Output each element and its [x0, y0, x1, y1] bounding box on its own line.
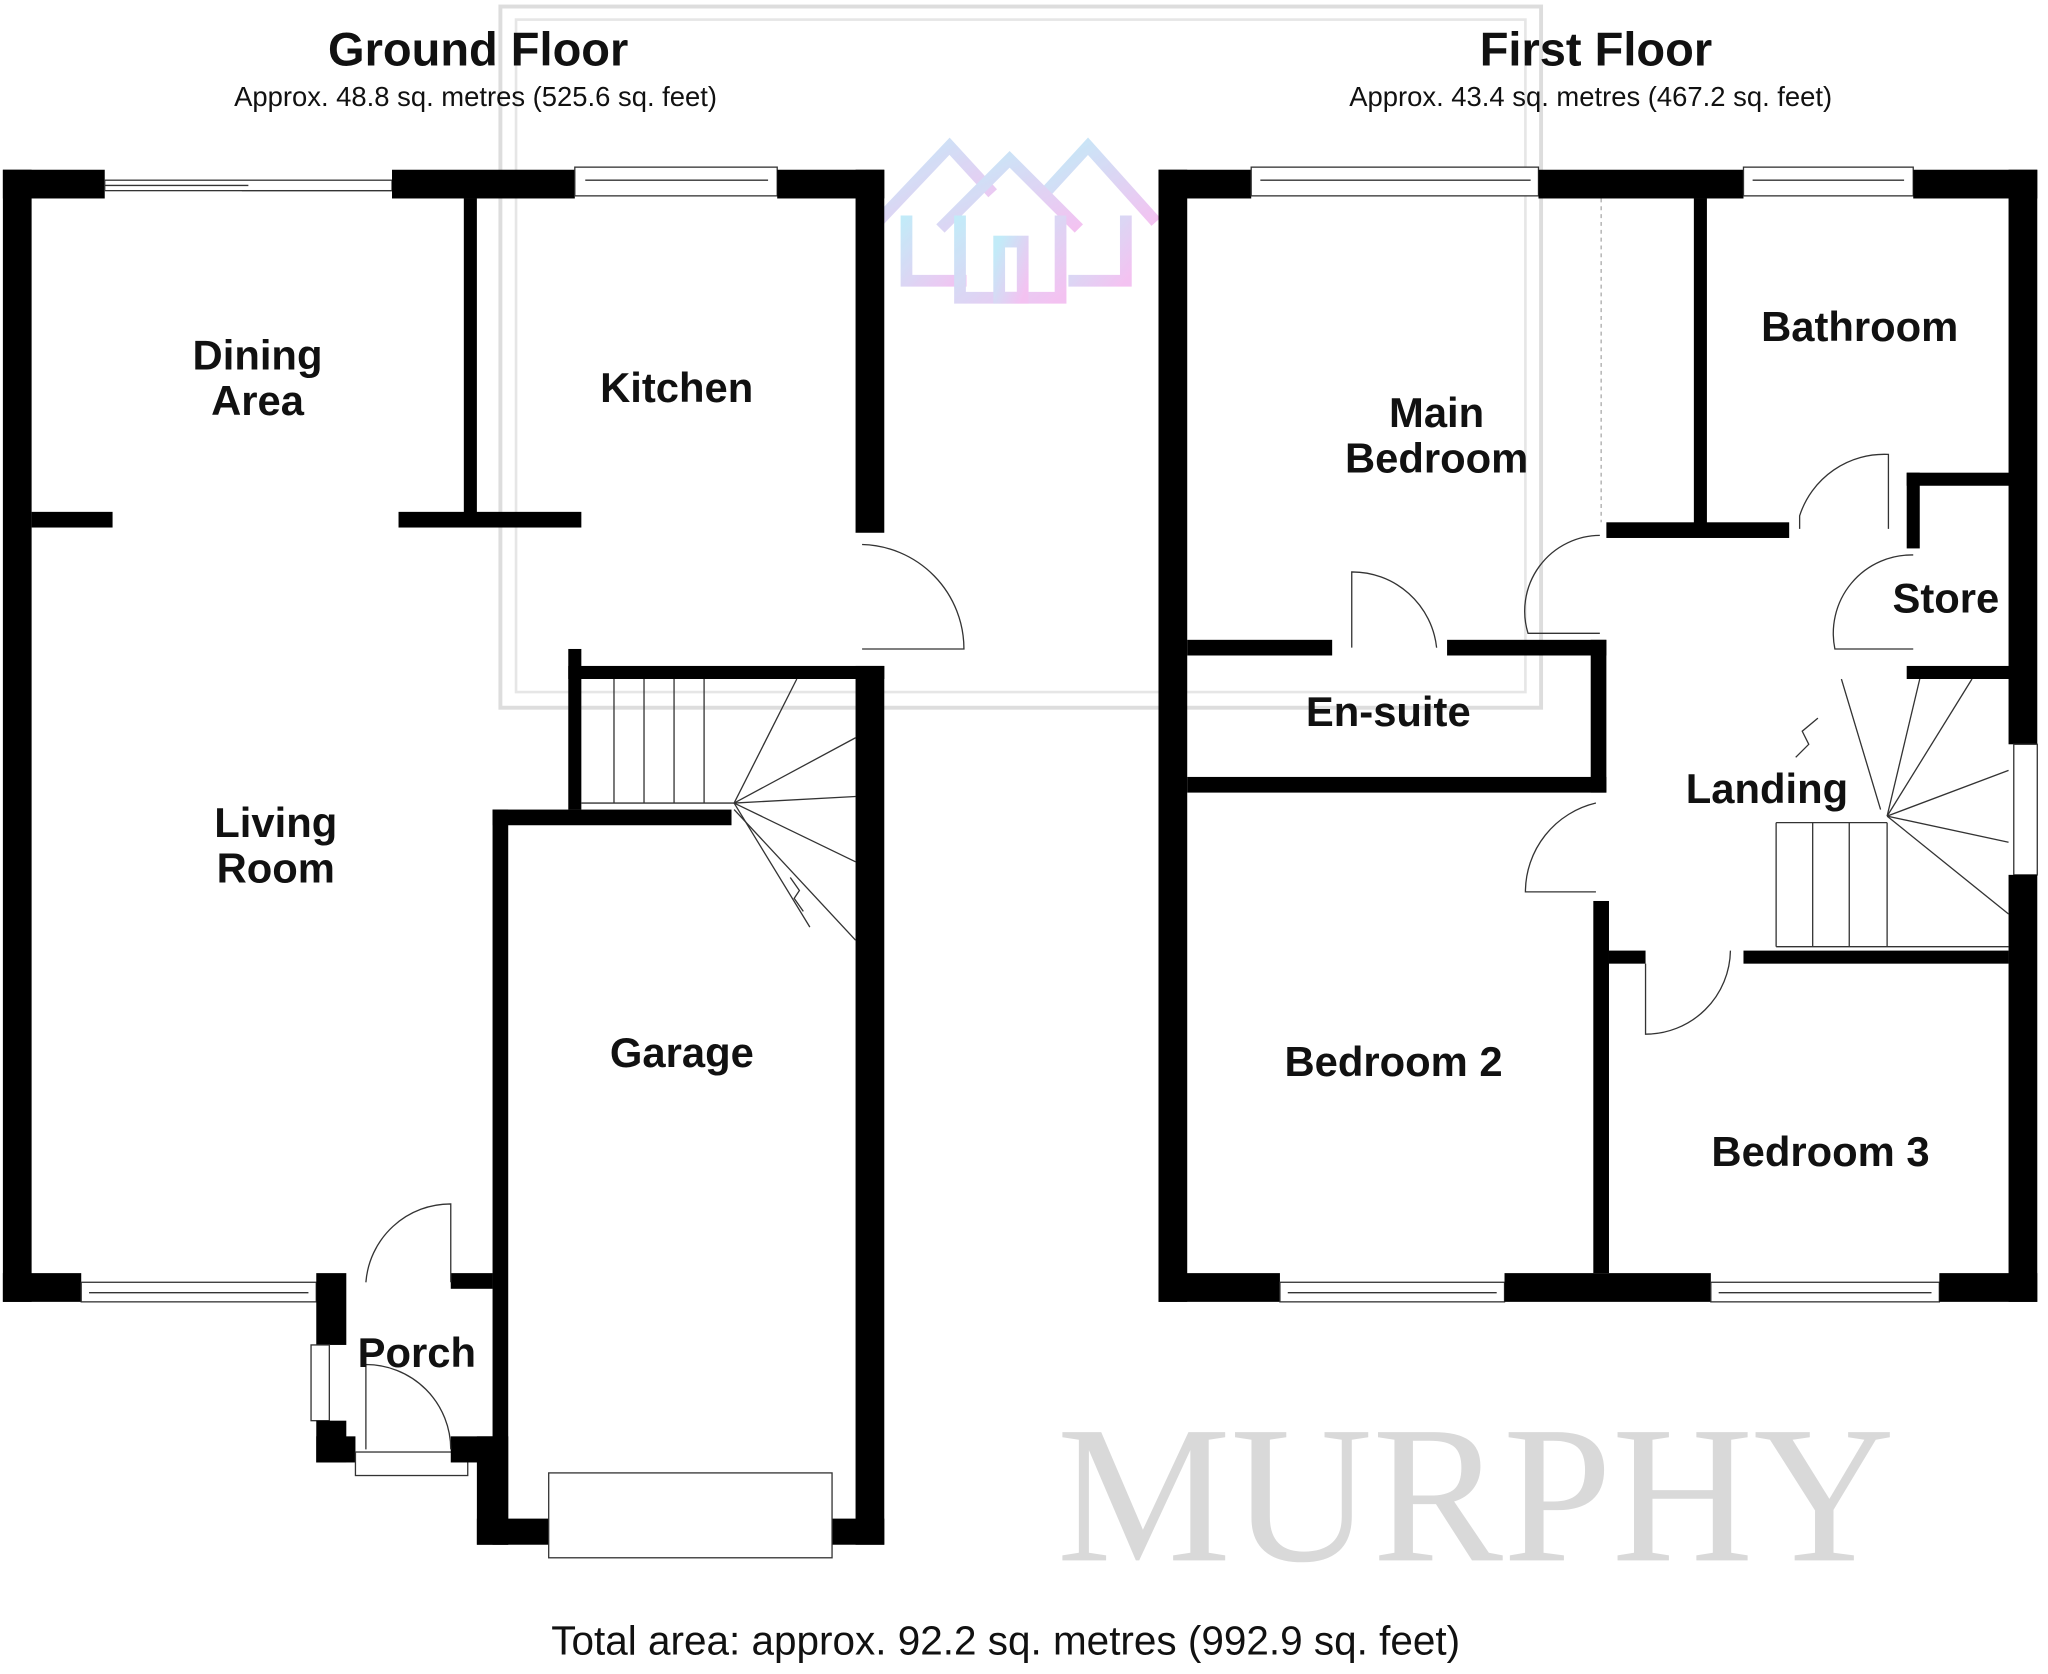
room-label-living: Living	[214, 799, 337, 846]
first-floor-walls	[1158, 166, 2038, 1303]
ground-floor-title: Ground Floor	[328, 22, 628, 75]
room-label-kitchen: Kitchen	[600, 364, 753, 411]
staircase-first	[1775, 678, 2009, 948]
room-label-main-bedroom: Main	[1389, 389, 1484, 436]
room-label-dining: Dining	[193, 332, 323, 379]
watermark: MURPHY	[498, 4, 1895, 1603]
first-floor-title: First Floor	[1480, 22, 1712, 75]
room-label-garage: Garage	[610, 1029, 754, 1076]
room-label-main-bedroom-2: Bedroom	[1345, 435, 1528, 482]
room-label-bedroom-3: Bedroom 3	[1711, 1128, 1929, 1175]
room-label-landing: Landing	[1686, 765, 1848, 812]
room-label-bathroom: Bathroom	[1761, 303, 1958, 350]
room-label-store: Store	[1892, 574, 1999, 621]
room-label-ensuite: En-suite	[1306, 688, 1471, 735]
room-label-living-2: Room	[217, 845, 335, 892]
total-area: Total area: approx. 92.2 sq. metres (992…	[551, 1617, 1460, 1663]
house-logo-icon	[873, 137, 1161, 304]
garage-door	[548, 1472, 833, 1559]
room-label-porch: Porch	[358, 1329, 476, 1376]
first-floor-area: Approx. 43.4 sq. metres (467.2 sq. feet)	[1349, 81, 1832, 112]
staircase-ground	[581, 678, 857, 941]
room-label-dining-2: Area	[211, 377, 305, 424]
room-label-bedroom-2: Bedroom 2	[1284, 1038, 1502, 1085]
ground-floor-walls	[2, 166, 965, 1559]
ground-floor-area: Approx. 48.8 sq. metres (525.6 sq. feet)	[234, 81, 717, 112]
watermark-text: MURPHY	[1057, 1386, 1895, 1603]
